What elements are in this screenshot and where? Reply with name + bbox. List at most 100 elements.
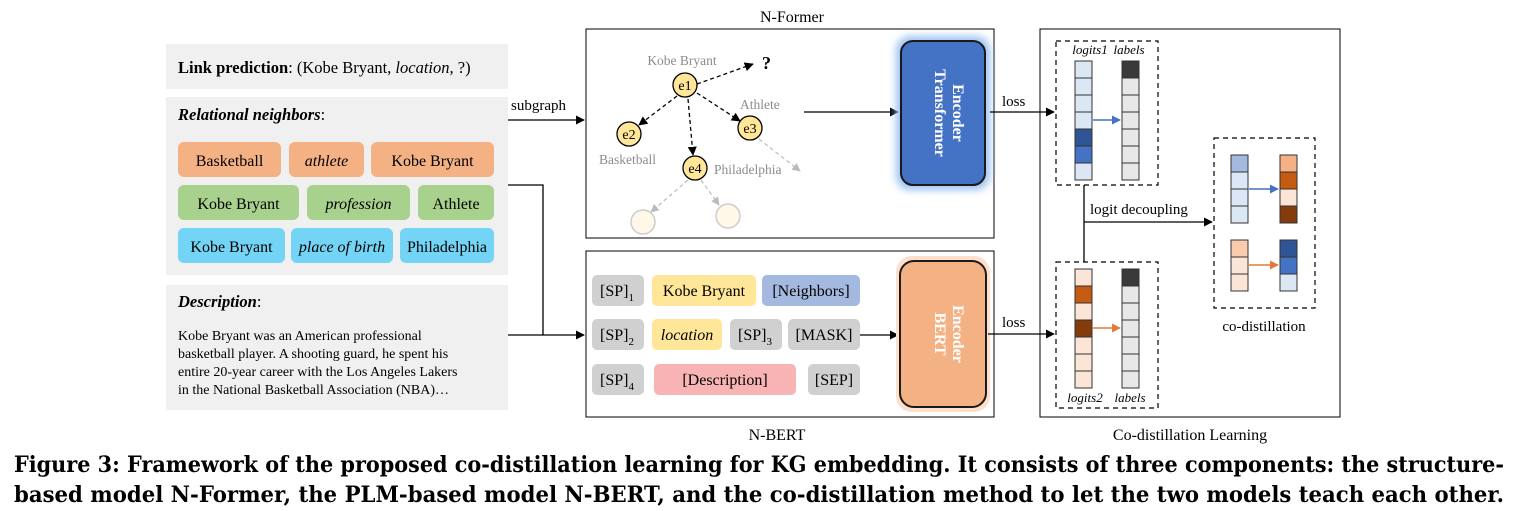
- svg-text:Kobe Bryant: Kobe Bryant: [190, 239, 273, 256]
- codistill-blue-logits: [1230, 154, 1249, 224]
- token-mask: [788, 319, 860, 350]
- logit-decoupling-label: logit decoupling: [1090, 202, 1188, 218]
- svg-text:[Neighbors]: [Neighbors]: [772, 283, 849, 300]
- codistillation-title: Co-distillation Learning: [1113, 427, 1267, 444]
- svg-text:[Description]: [Description]: [682, 372, 767, 389]
- labels1-column: [1121, 60, 1140, 181]
- token-sp4: [592, 364, 644, 395]
- svg-text:profession: profession: [324, 196, 391, 213]
- svg-text:labels: labels: [1113, 42, 1144, 57]
- edge-e1-e2: [638, 95, 678, 126]
- nformer-panel: N-Former e1 e2 e3 e4 Kobe Bryant ? Baske…: [585, 9, 995, 239]
- token-kobe-bryant: [652, 275, 756, 306]
- description-line-4: in the National Basketball Association (…: [178, 383, 449, 398]
- relational-neighbors-heading: Relational neighbors: [177, 105, 321, 124]
- svg-text:Kobe Bryant: Kobe Bryant: [391, 153, 474, 170]
- svg-text:Description:: Description:: [177, 292, 261, 311]
- edge-e4-right: [700, 179, 720, 206]
- svg-text:location: location: [661, 327, 713, 344]
- logits2-column: [1074, 268, 1093, 389]
- svg-text:Encoder: Encoder: [949, 84, 966, 142]
- svg-text:place of birth: place of birth: [298, 239, 385, 256]
- edge-e3-out: [758, 138, 801, 172]
- chip-place-of-birth: [291, 228, 393, 263]
- nformer-title: N-Former: [760, 9, 825, 26]
- description-heading: Description: [177, 292, 257, 311]
- logits1-column: [1074, 60, 1093, 181]
- chip-profession: [307, 185, 410, 220]
- svg-text:e2: e2: [622, 128, 635, 143]
- relational-neighbors-box: Relational neighbors: Basketball athlete…: [166, 97, 508, 275]
- svg-text:[SP]3: [SP]3: [738, 327, 772, 348]
- logits1-group: [1055, 40, 1159, 186]
- caption-line-1: Figure 3: Framework of the proposed co-d…: [14, 452, 1504, 478]
- token-neighbors: [762, 275, 860, 306]
- codistill-orange-labels: [1279, 154, 1298, 224]
- chip-athlete-2: [418, 185, 494, 220]
- svg-text:Kobe Bryant: Kobe Bryant: [197, 196, 280, 213]
- label-unknown: ?: [762, 53, 771, 73]
- bert-encoder: [899, 260, 987, 408]
- svg-text:[SP]1: [SP]1: [600, 283, 634, 304]
- token-location: [652, 319, 722, 350]
- nbert-title: N-BERT: [749, 427, 806, 444]
- chip-philadelphia: [400, 228, 494, 263]
- description-box: Description: Kobe Bryant was an American…: [166, 285, 508, 410]
- label-kobe-bryant: Kobe Bryant: [647, 53, 717, 68]
- chip-kobe-bryant-2: [178, 185, 299, 220]
- codistillation-label: co-distillation: [1222, 319, 1306, 335]
- token-sep: [808, 364, 860, 395]
- codistill-orange-logits: [1230, 239, 1249, 292]
- svg-text:Encoder: Encoder: [949, 305, 966, 363]
- token-description: [654, 364, 796, 395]
- loss-bottom-label: loss: [1002, 315, 1026, 331]
- node-e4: [682, 155, 708, 181]
- chip-basketball: [178, 142, 281, 177]
- faded-node-right: [715, 203, 741, 229]
- transformer-encoder: [900, 40, 986, 186]
- label-basketball: Basketball: [599, 152, 656, 167]
- loss-top-label: loss: [1002, 94, 1026, 110]
- chip-athlete: [289, 142, 364, 177]
- svg-text:[MASK]: [MASK]: [796, 327, 853, 344]
- token-sp1: [592, 275, 644, 306]
- svg-text:[SEP]: [SEP]: [815, 372, 853, 389]
- codistillation-panel: Co-distillation Learning logits1 labels: [1039, 28, 1341, 444]
- link-prediction-label: Link prediction: [178, 58, 288, 77]
- svg-text:Link prediction: (Kobe Bryant,: Link prediction: (Kobe Bryant, location,…: [178, 58, 471, 77]
- edge-e4-left: [650, 179, 689, 213]
- node-e2: [616, 121, 642, 147]
- subgraph-label: subgraph: [511, 98, 566, 114]
- token-sp3: [730, 319, 782, 350]
- svg-text:Relational neighbors:: Relational neighbors:: [177, 105, 325, 124]
- svg-text:Philadelphia: Philadelphia: [407, 239, 487, 256]
- label-athlete: Athlete: [740, 97, 780, 112]
- svg-text:Basketball: Basketball: [196, 153, 264, 170]
- token-sp2: [592, 319, 644, 350]
- description-line-1: Kobe Bryant was an American professional: [178, 329, 422, 344]
- edge-e1-unknown: [696, 62, 754, 85]
- description-line-2: basketball player. A shooting guard, he …: [178, 347, 448, 362]
- svg-text:BERT: BERT: [931, 312, 948, 355]
- node-e1: [672, 72, 698, 98]
- codistillation-group: [1213, 137, 1316, 309]
- svg-text:[SP]4: [SP]4: [600, 372, 634, 393]
- faded-node-left: [630, 209, 656, 235]
- logits2-group: [1055, 261, 1159, 409]
- nbert-panel: N-BERT [SP]1 Kobe Bryant [Neighbors] [SP…: [585, 250, 995, 444]
- edge-e1-e3: [696, 92, 741, 122]
- svg-text:logits1: logits1: [1072, 42, 1107, 57]
- link-prediction-suffix: , ?): [450, 58, 471, 77]
- caption-line-2: based model N-Former, the PLM-based mode…: [14, 482, 1504, 508]
- link-prediction-prefix: : (Kobe Bryant,: [288, 58, 395, 77]
- codistill-blue-labels: [1279, 239, 1298, 292]
- label-philadelphia: Philadelphia: [714, 162, 782, 177]
- node-e3: [737, 115, 763, 141]
- edge-e1-e4: [687, 98, 697, 156]
- svg-text:logits2: logits2: [1067, 390, 1103, 405]
- description-line-3: entire 20-year career with the Los Angel…: [178, 365, 458, 380]
- chip-kobe-bryant-3: [178, 228, 285, 263]
- input-connectors: subgraph: [508, 98, 585, 340]
- link-prediction-box: Link prediction: (Kobe Bryant, location,…: [166, 44, 508, 89]
